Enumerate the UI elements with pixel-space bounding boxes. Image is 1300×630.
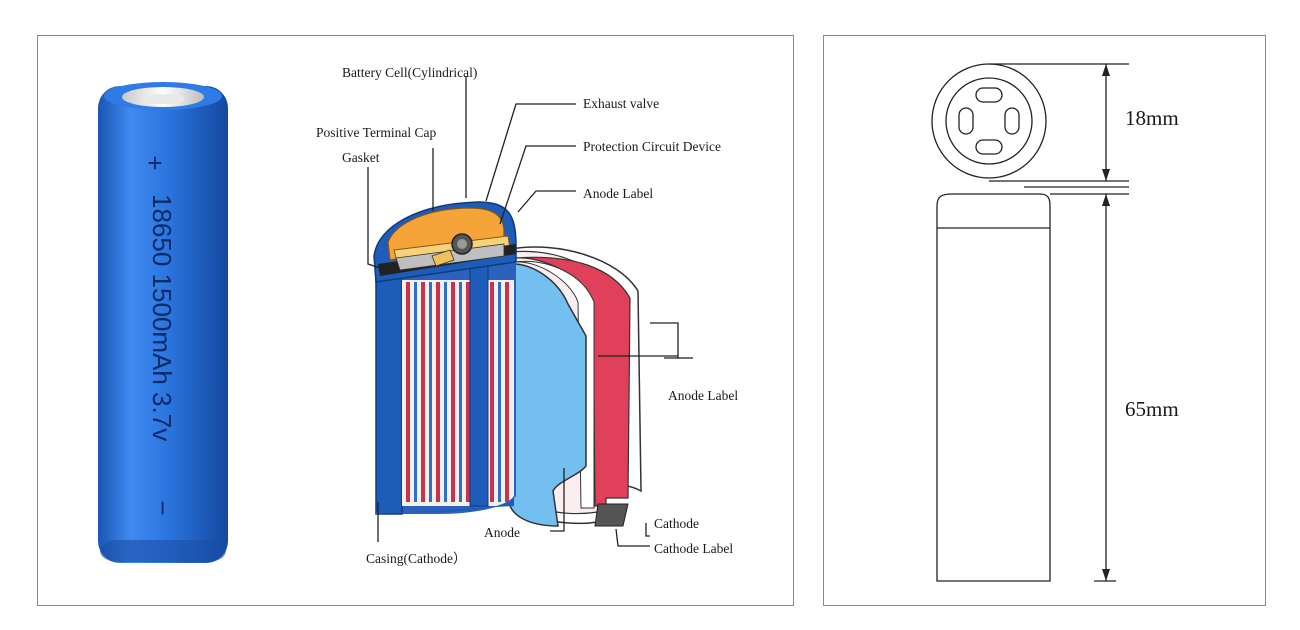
- top-view-inner-circle: [945, 77, 1033, 165]
- plus-sign: +: [140, 155, 170, 170]
- label-battery-cell: Battery Cell(Cylindrical): [342, 65, 477, 80]
- battery-photo: + 18650 1500mAh 3.7v −: [98, 82, 228, 563]
- cathode-tab: [594, 503, 629, 527]
- dimension-lines: [1094, 64, 1116, 582]
- top-view-outer-circle: [931, 63, 1047, 179]
- jelly-roll: [402, 280, 514, 506]
- label-positive-terminal-cap: Positive Terminal Cap: [316, 125, 437, 140]
- left-panel-svg: + 18650 1500mAh 3.7v −: [98, 65, 738, 566]
- top-view: [931, 63, 1129, 182]
- side-view-body: [936, 193, 1051, 582]
- label-casing: Casing(Cathode）: [366, 551, 467, 566]
- label-cathode-label: Cathode Label: [654, 541, 733, 556]
- label-gasket: Gasket: [342, 150, 380, 165]
- dimension-drawing-panel: 18mm 65mm: [823, 35, 1266, 606]
- anode-tab-strip: [469, 257, 489, 507]
- label-anode-top: Anode Label: [583, 186, 653, 201]
- battery-cutaway: [373, 201, 642, 527]
- battery-body: [98, 86, 228, 563]
- label-cathode: Cathode: [654, 516, 699, 531]
- separator-sheet-inner: [513, 260, 595, 509]
- label-protection-circuit: Protection Circuit Device: [583, 139, 721, 154]
- battery-marking: 18650 1500mAh 3.7v: [147, 194, 177, 441]
- label-anode-right: Anode Label: [668, 388, 738, 403]
- anode-sheet: [507, 263, 587, 527]
- right-panel-svg: 18mm 65mm: [931, 63, 1179, 582]
- casing-wall: [375, 271, 403, 515]
- label-exhaust-valve: Exhaust valve: [583, 96, 659, 111]
- dimension-arrows: [1102, 64, 1110, 581]
- battery-cross-section-panel: + 18650 1500mAh 3.7v −: [37, 35, 794, 606]
- label-anode: Anode: [484, 525, 520, 540]
- leader-lines: [367, 76, 693, 547]
- minus-sign: −: [148, 500, 178, 515]
- length-label: 65mm: [1125, 397, 1179, 421]
- diameter-label: 18mm: [1125, 106, 1179, 130]
- side-view: [936, 186, 1129, 582]
- top-cap-assembly: [373, 201, 517, 283]
